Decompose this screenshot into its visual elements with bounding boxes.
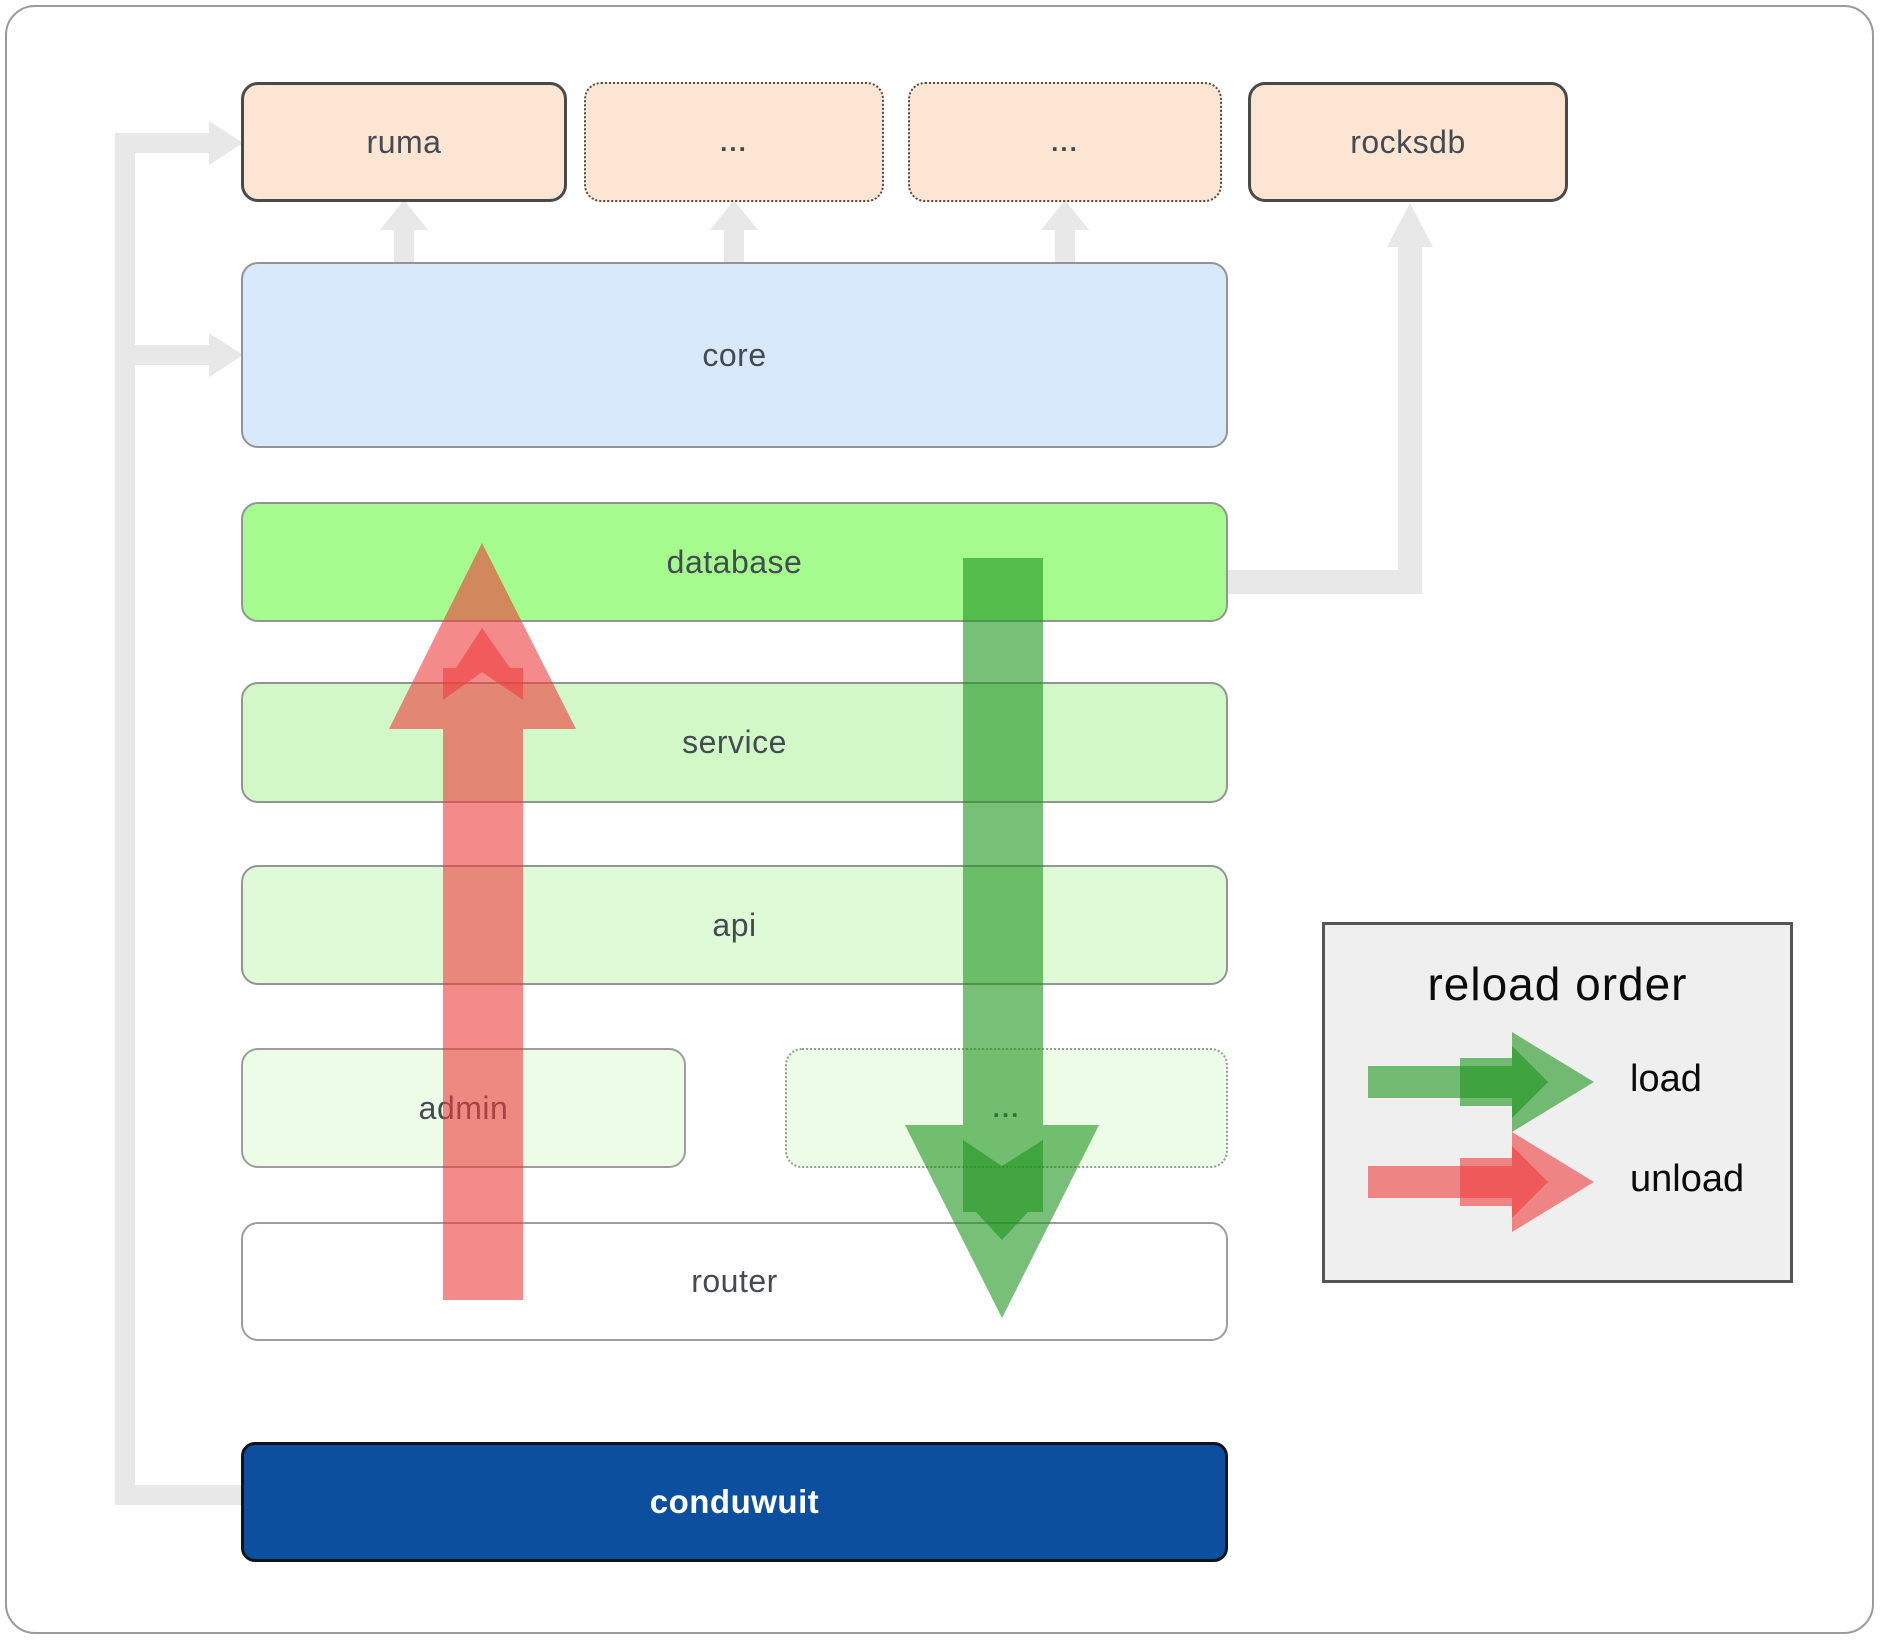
- core-to-dots1-arrow-shaft: [724, 228, 744, 264]
- page-frame: [5, 5, 1874, 1634]
- api-box: api: [241, 865, 1228, 985]
- database-to-rocksdb-connector: [1228, 203, 1433, 594]
- legend-title: reload order: [1427, 958, 1688, 1010]
- arrow-into-rocksdb-icon: [1387, 203, 1433, 247]
- conduwuit-label: conduwuit: [649, 1483, 820, 1520]
- unload-arrow-inner: [443, 628, 523, 700]
- core-to-dots1-arrow-icon: [710, 200, 758, 230]
- conduwuit-left-connector: [115, 121, 243, 1505]
- database-label: database: [666, 543, 803, 580]
- ellipsis-label: ...: [720, 126, 748, 157]
- conduwuit-box: conduwuit: [241, 1442, 1228, 1562]
- api-label: api: [712, 906, 757, 943]
- ruma-box: ruma: [241, 82, 567, 202]
- service-label: service: [682, 724, 787, 760]
- core-label: core: [702, 336, 767, 373]
- core-to-dots2-arrow-shaft: [1055, 228, 1075, 264]
- load-arrow-outer: [905, 558, 1099, 1318]
- legend-load-arrow-inner: [1460, 1046, 1548, 1118]
- rocksdb-label: rocksdb: [1350, 123, 1466, 160]
- router-label: router: [691, 1263, 778, 1299]
- conduwuit-branch-line: [115, 1485, 243, 1505]
- crate-ellipsis-box-2: ...: [908, 82, 1222, 202]
- legend-load-label: load: [1630, 1058, 1702, 1100]
- unload-arrow-outer: [389, 543, 576, 1300]
- core-to-ruma-arrow-shaft: [394, 228, 414, 264]
- arrow-into-ruma-icon: [209, 121, 243, 165]
- legend-unload-label: unload: [1630, 1158, 1745, 1200]
- ellipsis-label: ...: [1051, 126, 1079, 157]
- rocksdb-box: rocksdb: [1248, 82, 1568, 202]
- load-arrow-inner: [963, 1140, 1043, 1240]
- ruma-branch-line: [115, 133, 209, 153]
- ruma-label: ruma: [366, 123, 442, 160]
- database-right-line: [1228, 570, 1422, 594]
- core-to-ruma-arrow-icon: [380, 200, 428, 230]
- database-box: database: [241, 502, 1228, 622]
- left-vertical-line: [115, 133, 135, 1505]
- crate-ellipsis-box-1: ...: [584, 82, 884, 202]
- legend-load-arrow-icon: [1368, 1032, 1594, 1132]
- legend-unload-arrow-icon: [1368, 1132, 1594, 1232]
- core-box: core: [241, 262, 1228, 448]
- router-box: router: [241, 1222, 1228, 1341]
- legend-unload-arrow-inner: [1460, 1146, 1548, 1218]
- core-branch-line: [135, 345, 209, 365]
- load-arrow-icon: [905, 558, 1099, 1318]
- core-to-dots2-arrow-icon: [1041, 200, 1089, 230]
- arrow-into-core-icon: [209, 333, 243, 377]
- core-up-arrows: [380, 200, 1089, 264]
- rocksdb-vertical-line: [1398, 245, 1422, 594]
- unload-arrow-icon: [389, 543, 576, 1300]
